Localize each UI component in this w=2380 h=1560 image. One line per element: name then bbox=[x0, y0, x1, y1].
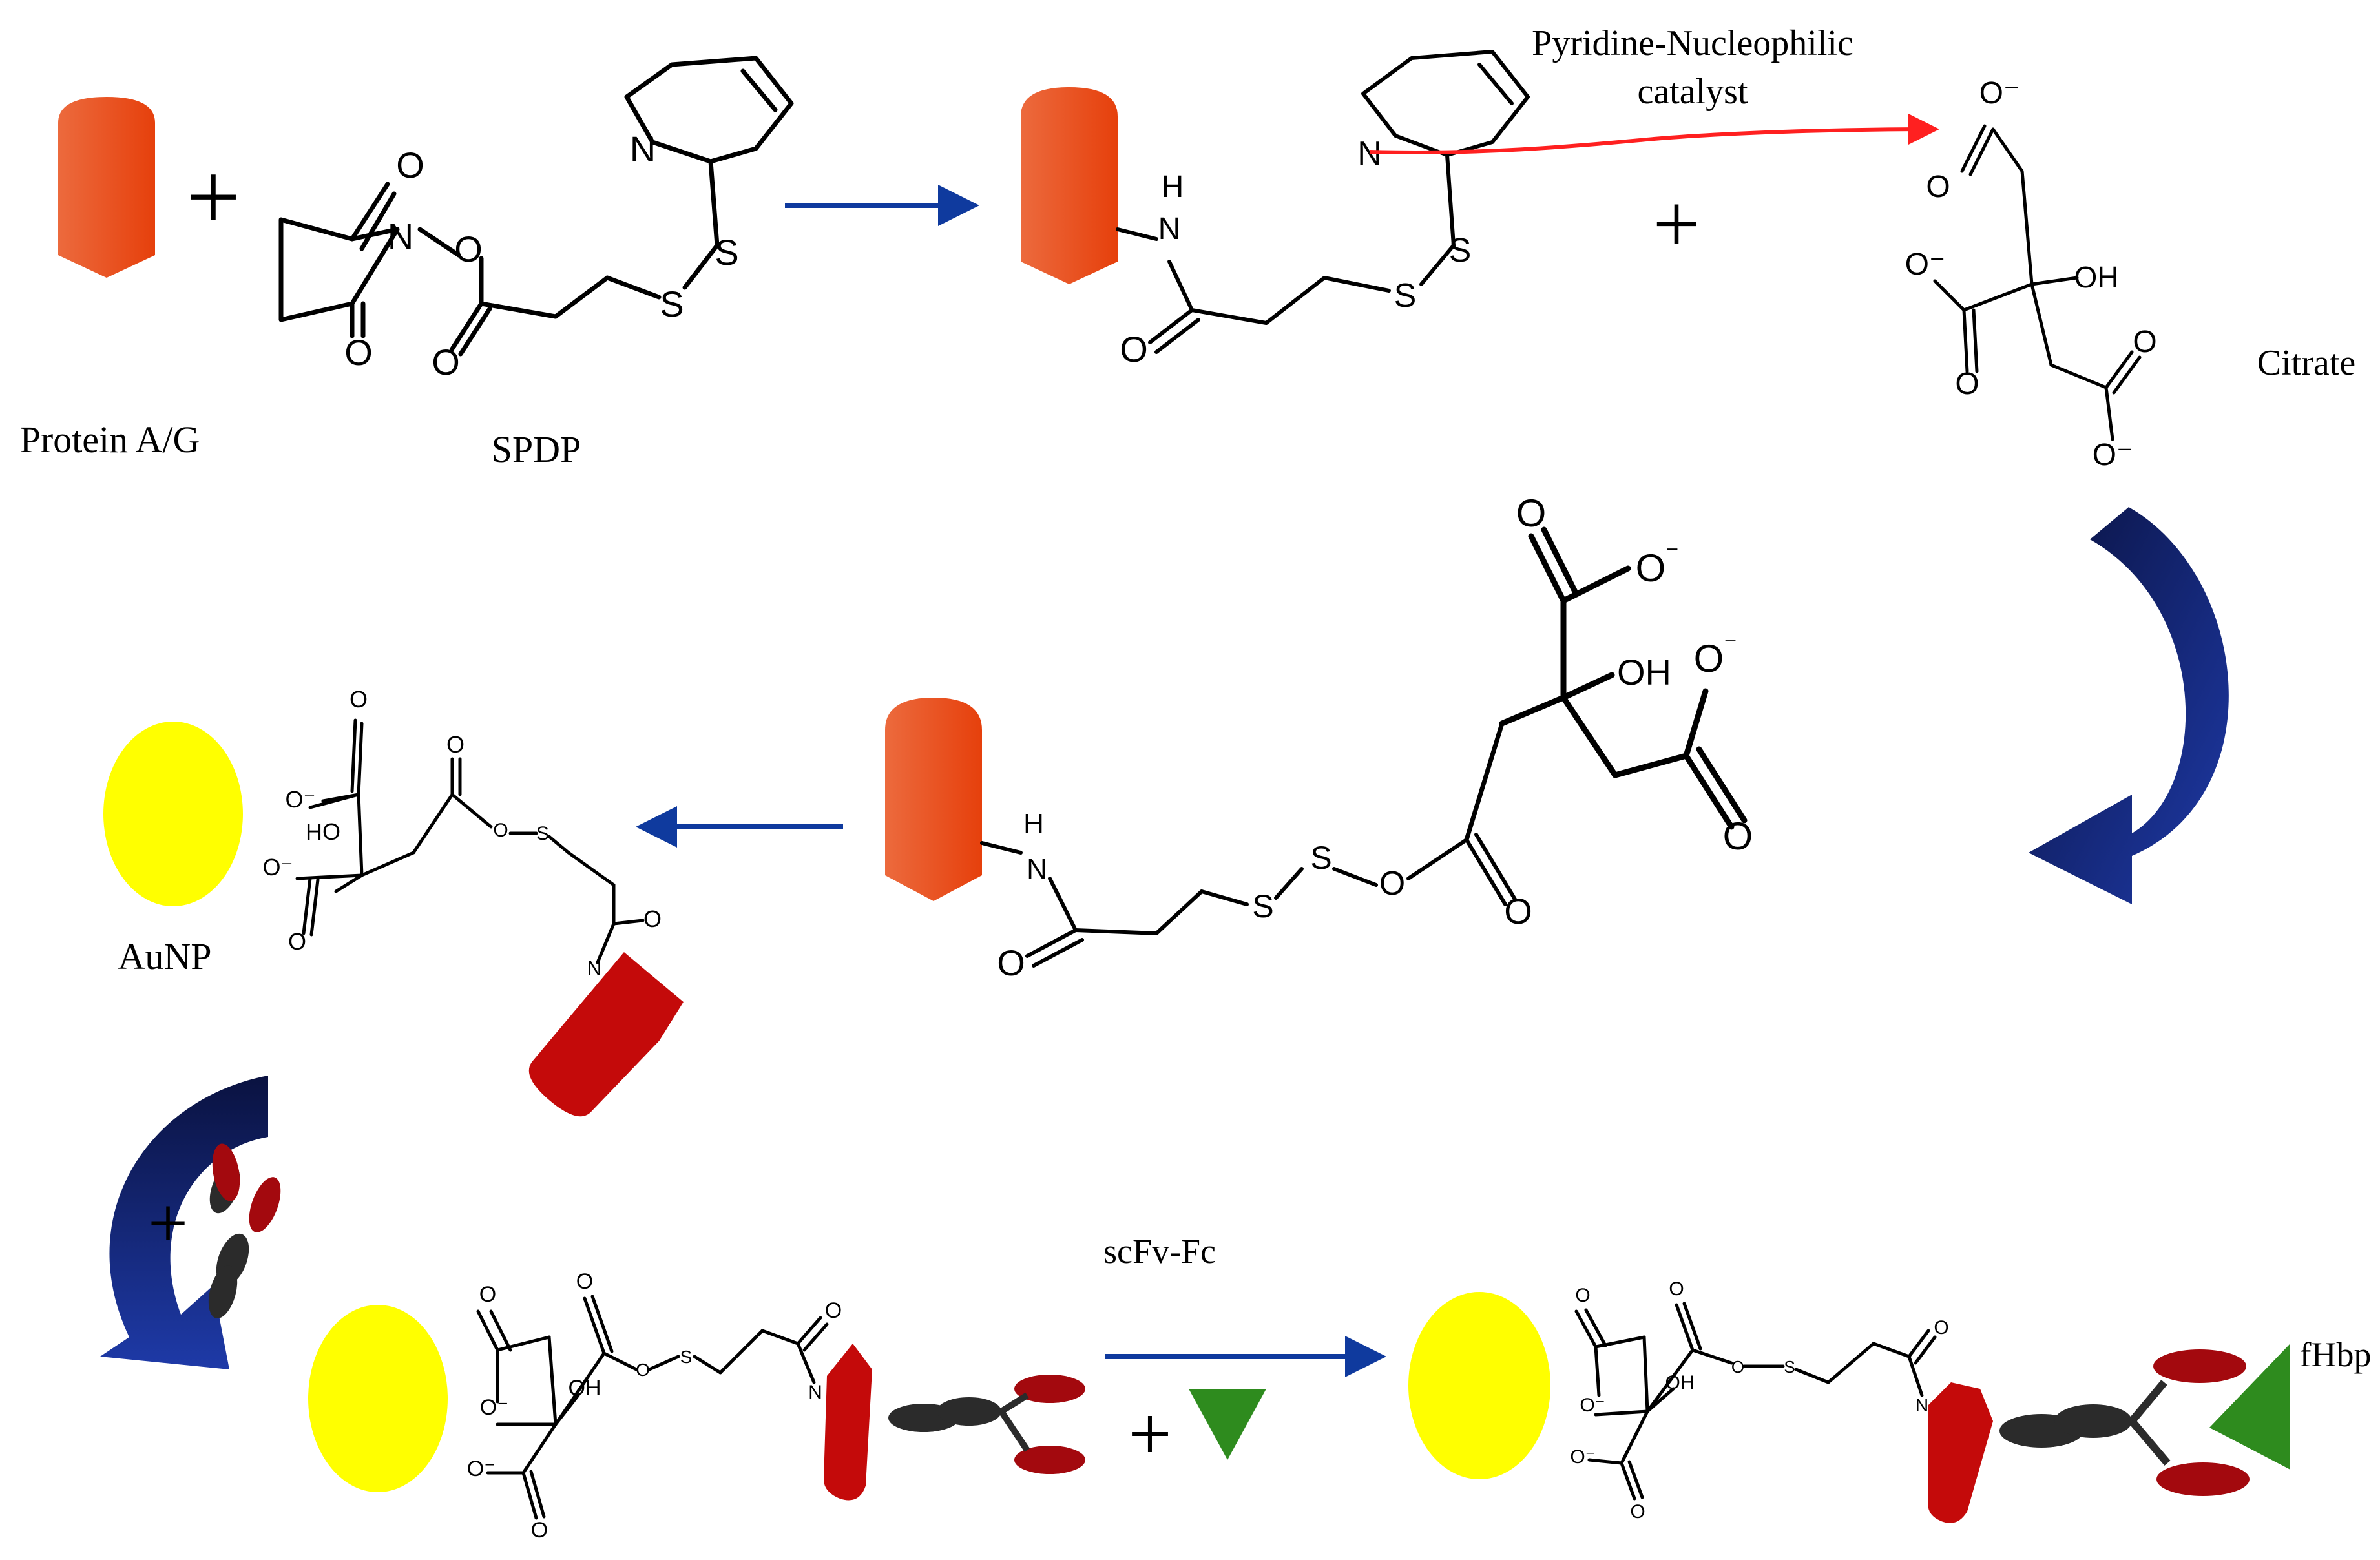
aunp-label: AuNP bbox=[118, 935, 211, 977]
atom-label: O bbox=[454, 229, 483, 269]
fhbp-antigen bbox=[1189, 1389, 1266, 1460]
antibody-scfv-fc-bound bbox=[888, 1375, 1085, 1474]
atom-label: O bbox=[1120, 329, 1148, 369]
atom-label: O bbox=[2133, 325, 2156, 359]
protein-ag-bound bbox=[824, 1344, 872, 1501]
atom-label: O bbox=[432, 342, 460, 382]
catalyst-label-line1: Pyridine-Nucleophilic bbox=[1532, 23, 1853, 63]
atom-label: S bbox=[1784, 1357, 1795, 1377]
protein-ag-bound bbox=[528, 952, 684, 1117]
atom-label: HO bbox=[306, 818, 340, 845]
atom-label: O bbox=[1516, 492, 1547, 535]
aunp-particle bbox=[103, 722, 243, 906]
atom-label: S bbox=[536, 823, 549, 844]
antibody-scfv-fc-bound bbox=[1999, 1349, 2250, 1496]
atom-label: O⁻ bbox=[1905, 247, 1946, 282]
atom-label: O bbox=[636, 1360, 650, 1380]
protein-ag-label: Protein A/G bbox=[20, 419, 200, 461]
atom-label: OH bbox=[1617, 652, 1671, 692]
atom-label: O bbox=[1926, 170, 1950, 204]
atom-label: O⁻ bbox=[1979, 76, 2020, 110]
atom-label: N bbox=[587, 957, 601, 980]
spdp-label: SPDP bbox=[492, 428, 581, 470]
atom-label: O bbox=[576, 1269, 593, 1294]
plus-sign: + bbox=[148, 1183, 188, 1262]
citrate-molecule: O⁻ O OH O⁻ O O O⁻ bbox=[1905, 76, 2157, 472]
atom-label: O bbox=[396, 145, 424, 185]
atom-label: N bbox=[630, 129, 656, 169]
protein-ag-bound bbox=[1928, 1382, 1993, 1523]
atom-label: O bbox=[643, 906, 662, 932]
atom-label: N bbox=[808, 1382, 822, 1403]
atom-label: O bbox=[1504, 891, 1532, 931]
atom-label: O bbox=[1731, 1357, 1744, 1377]
protein-citrate-conjugate: H N O S S O O O O ⁻ OH O ⁻ O bbox=[885, 492, 1753, 983]
atom-label: H bbox=[1162, 170, 1184, 204]
atom-label: N bbox=[1158, 212, 1181, 246]
atom-label: H bbox=[1023, 808, 1044, 840]
plus-sign: + bbox=[1128, 1391, 1172, 1477]
plus-sign: + bbox=[1653, 178, 1700, 271]
curved-arrow-right bbox=[2029, 507, 2229, 904]
atom-label: O⁻ bbox=[2093, 438, 2133, 472]
atom-label: O bbox=[825, 1298, 842, 1323]
atom-label: O bbox=[1723, 815, 1753, 858]
final-complex-linker: O O⁻ OH O⁻ O O O S O N bbox=[1570, 1278, 1948, 1523]
antibody-scfv-fc-free bbox=[208, 1143, 281, 1318]
atom-label: OH bbox=[1665, 1372, 1695, 1393]
atom-label: S bbox=[1252, 888, 1273, 924]
atom-label: S bbox=[660, 284, 684, 324]
fhbp-label: fHbp bbox=[2300, 1335, 2372, 1374]
catalyst-label-line2: catalyst bbox=[1637, 72, 1748, 112]
aunp-particle bbox=[308, 1305, 448, 1492]
atom-label: O bbox=[1934, 1317, 1948, 1338]
atom-label: S bbox=[1310, 840, 1331, 876]
aunp-citrate-protein-linker: O O⁻ HO O⁻ O O O S O N bbox=[262, 686, 662, 980]
atom-label: O bbox=[1636, 546, 1666, 590]
aunp-conjugate-linker: O O⁻ OH O⁻ O O O S O N bbox=[467, 1269, 842, 1543]
protein-ag-shape bbox=[58, 97, 155, 278]
atom-label: N bbox=[1027, 853, 1047, 885]
atom-label: N bbox=[388, 216, 413, 256]
atom-label: ⁻ bbox=[1665, 539, 1679, 568]
protein-spdp-conjugate: H N O S S N bbox=[1021, 50, 1530, 369]
atom-label: O bbox=[350, 686, 368, 712]
atom-label: O bbox=[1669, 1278, 1684, 1300]
atom-label: S bbox=[715, 232, 738, 273]
atom-label: N bbox=[1915, 1395, 1928, 1415]
atom-label: O bbox=[493, 820, 508, 841]
atom-label: OH bbox=[569, 1376, 601, 1400]
atom-label: O bbox=[1379, 865, 1405, 902]
atom-label: O bbox=[997, 942, 1025, 983]
atom-label: O bbox=[288, 928, 306, 955]
atom-label: S bbox=[680, 1347, 693, 1367]
atom-label: S bbox=[1449, 232, 1472, 269]
atom-label: O bbox=[479, 1282, 496, 1307]
fhbp-antigen bbox=[2209, 1344, 2290, 1470]
citrate-label: Citrate bbox=[2257, 343, 2355, 383]
atom-label: O bbox=[446, 731, 465, 758]
atom-label: ⁻ bbox=[1724, 631, 1737, 660]
atom-label: O⁻ bbox=[262, 854, 293, 880]
atom-label: O⁻ bbox=[467, 1457, 496, 1481]
atom-label: O bbox=[1955, 367, 1979, 401]
atom-label: O⁻ bbox=[1570, 1446, 1595, 1468]
atom-label: O bbox=[1575, 1285, 1590, 1306]
atom-label: O bbox=[344, 332, 373, 373]
atom-label: O bbox=[1694, 637, 1724, 680]
atom-label: O⁻ bbox=[480, 1395, 508, 1420]
scfv-fc-label: scFv-Fc bbox=[1103, 1232, 1216, 1271]
atom-label: OH bbox=[2074, 260, 2119, 294]
catalyst-arrow bbox=[1369, 114, 1939, 154]
atom-label: O bbox=[531, 1518, 548, 1543]
atom-label: O⁻ bbox=[1580, 1395, 1605, 1416]
spdp-molecule: N O O O O S S N bbox=[278, 56, 794, 382]
atom-label: S bbox=[1394, 277, 1417, 315]
atom-label: O bbox=[1630, 1501, 1645, 1523]
aunp-particle bbox=[1408, 1292, 1550, 1479]
plus-sign: + bbox=[186, 143, 241, 251]
atom-label: O⁻ bbox=[285, 786, 315, 813]
